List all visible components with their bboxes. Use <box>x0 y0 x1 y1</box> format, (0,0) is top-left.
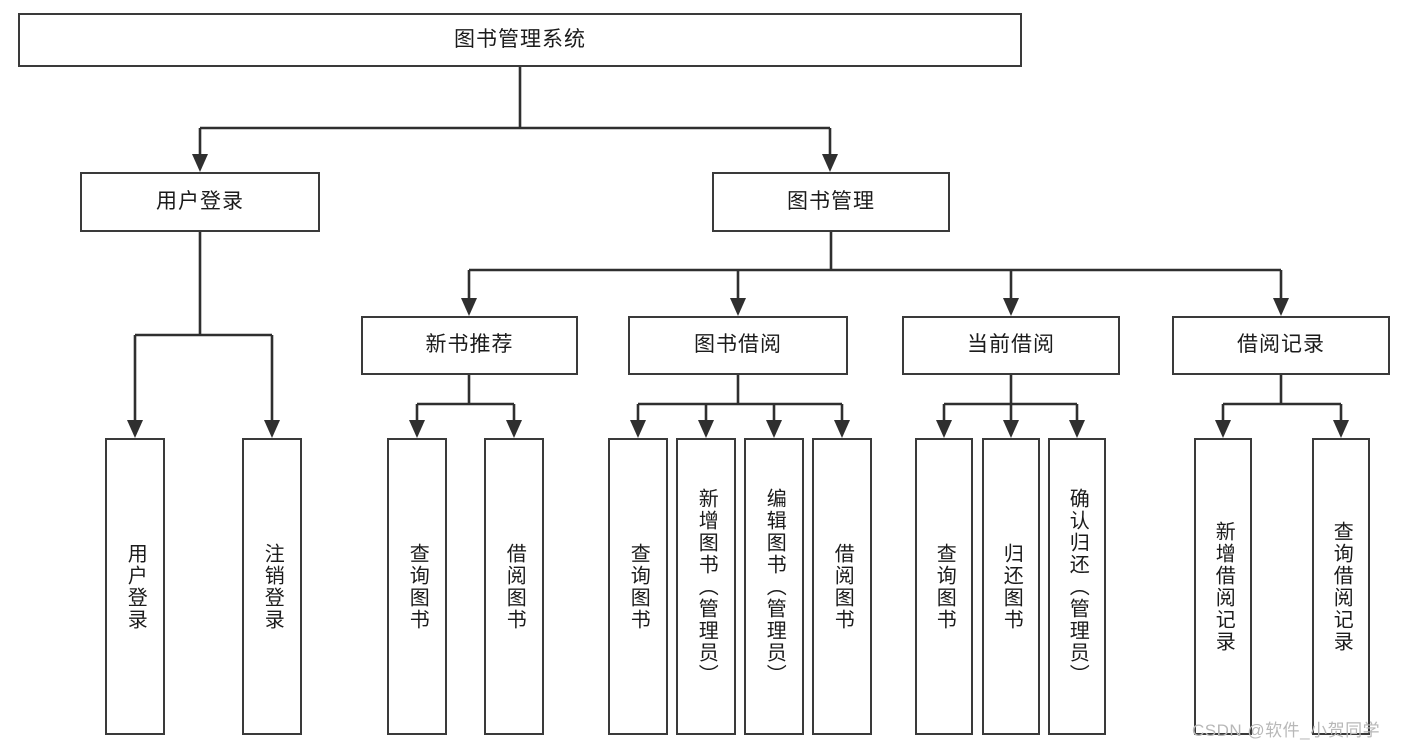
level1-node-user-login: 用户登录 <box>80 172 320 232</box>
leaf-node-leaf-user-login: 用户登录 <box>105 438 165 735</box>
watermark: CSDN @软件_小贺同学 <box>1192 721 1381 740</box>
leaf-node-leaf-return-book: 归还图书 <box>982 438 1040 735</box>
borrow-record-arrow-0-head <box>1215 420 1231 438</box>
node-label: 注销登录 <box>261 542 284 631</box>
book-manage-arrow-0-head <box>461 298 477 316</box>
leaf-node-leaf-borrow-book-rec: 借阅图书 <box>484 438 544 735</box>
root-node-system: 图书管理系统 <box>18 13 1022 67</box>
leaf-node-leaf-query-book-rec: 查询图书 <box>387 438 447 735</box>
leaf-node-leaf-query-book: 查询图书 <box>608 438 668 735</box>
current-borrow-arrow-1-head <box>1003 420 1019 438</box>
node-label: 新增借阅记录 <box>1212 520 1235 653</box>
current-borrow-arrow-0-head <box>936 420 952 438</box>
leaf-node-leaf-confirm-return: 确认归还（管理员） <box>1048 438 1106 735</box>
level2-node-borrow-record: 借阅记录 <box>1172 316 1390 375</box>
level2-node-new-book-recommend: 新书推荐 <box>361 316 578 375</box>
node-label: 当前借阅 <box>967 333 1055 357</box>
new-book-recommend-arrow-0-head <box>409 420 425 438</box>
node-label: 图书管理 <box>787 189 875 213</box>
leaf-node-leaf-add-borrow-record: 新增借阅记录 <box>1194 438 1252 735</box>
user-login-arrow-1-head <box>264 420 280 438</box>
root-branch-arrow-1-head <box>822 154 838 172</box>
node-label: 图书借阅 <box>694 333 782 357</box>
level2-node-current-borrow: 当前借阅 <box>902 316 1120 375</box>
node-label: 查询图书 <box>406 542 429 631</box>
book-borrow-arrow-1-head <box>698 420 714 438</box>
leaf-node-leaf-add-book-admin: 新增图书（管理员） <box>676 438 736 735</box>
current-borrow-arrow-2-head <box>1069 420 1085 438</box>
node-label: 查询借阅记录 <box>1330 520 1353 653</box>
user-login-arrow-0-head <box>127 420 143 438</box>
node-label: 图书管理系统 <box>454 27 586 51</box>
root-branch-arrow-0-head <box>192 154 208 172</box>
node-label: 用户登录 <box>156 189 244 213</box>
book-manage-arrow-2-head <box>1003 298 1019 316</box>
node-label: 借阅图书 <box>831 542 854 631</box>
book-borrow-arrow-3-head <box>834 420 850 438</box>
node-label: 编辑图书（管理员） <box>763 487 786 686</box>
node-label: 用户登录 <box>124 542 147 631</box>
node-label: 新增图书（管理员） <box>695 487 718 686</box>
book-borrow-arrow-0-head <box>630 420 646 438</box>
book-manage-arrow-3-head <box>1273 298 1289 316</box>
new-book-recommend-arrow-1-head <box>506 420 522 438</box>
node-label: 确认归还（管理员） <box>1066 487 1089 686</box>
node-label: 归还图书 <box>1000 542 1023 631</box>
book-manage-arrow-1-head <box>730 298 746 316</box>
leaf-node-leaf-borrow-book: 借阅图书 <box>812 438 872 735</box>
leaf-node-leaf-query-borrow-record: 查询借阅记录 <box>1312 438 1370 735</box>
node-label: 查询图书 <box>627 542 650 631</box>
level2-node-book-borrow: 图书借阅 <box>628 316 848 375</box>
node-label: 新书推荐 <box>425 333 514 357</box>
leaf-node-leaf-user-logout: 注销登录 <box>242 438 302 735</box>
node-label: 借阅图书 <box>503 542 526 631</box>
node-label: 借阅记录 <box>1237 333 1325 357</box>
book-borrow-arrow-2-head <box>766 420 782 438</box>
node-label: 查询图书 <box>933 542 956 631</box>
borrow-record-arrow-1-head <box>1333 420 1349 438</box>
leaf-node-leaf-edit-book-admin: 编辑图书（管理员） <box>744 438 804 735</box>
leaf-node-leaf-query-book-cur: 查询图书 <box>915 438 973 735</box>
level1-node-book-manage: 图书管理 <box>712 172 950 232</box>
